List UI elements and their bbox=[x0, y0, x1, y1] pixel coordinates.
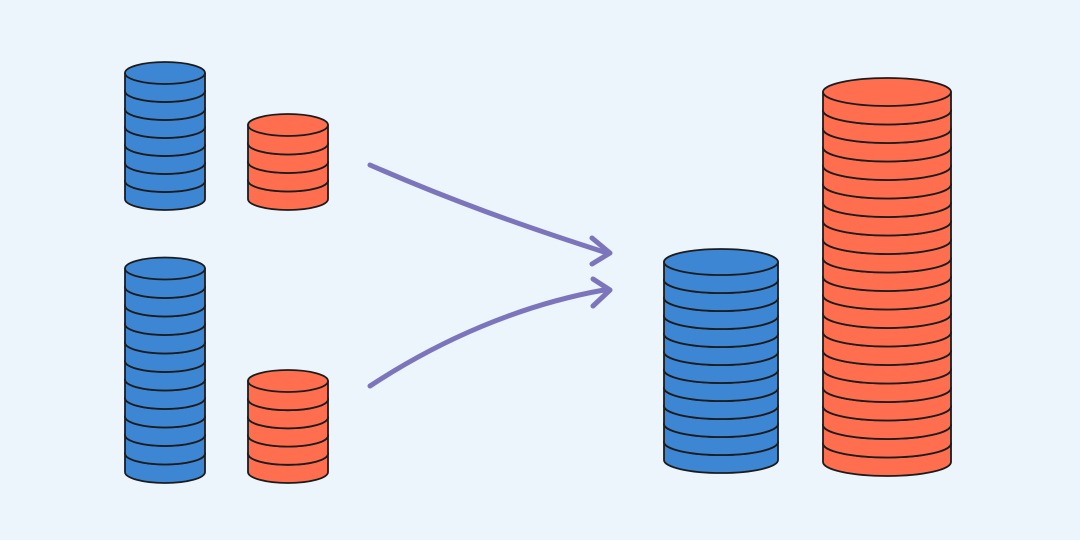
right-arrow-icon bbox=[590, 276, 613, 309]
coin-top bbox=[124, 61, 206, 85]
arrow-bottom bbox=[367, 276, 613, 389]
coin-top bbox=[247, 369, 329, 393]
stacks-layer bbox=[124, 61, 952, 484]
stack-result-red bbox=[822, 77, 952, 477]
coin-top bbox=[663, 248, 779, 276]
stack-bottom-left-blue bbox=[124, 256, 206, 484]
arrow-top bbox=[367, 162, 613, 267]
stack-result-blue bbox=[663, 248, 779, 474]
stack-bottom-left-red bbox=[247, 369, 329, 484]
arrow-shaft bbox=[367, 287, 607, 389]
stack-top-left-red bbox=[247, 113, 329, 211]
coin-top bbox=[124, 256, 206, 281]
arrows-layer bbox=[367, 162, 613, 389]
coin-top bbox=[247, 113, 329, 137]
arrow-shaft bbox=[367, 162, 607, 255]
coin-top bbox=[822, 77, 952, 107]
stack-top-left-blue bbox=[124, 61, 206, 211]
right-arrow-icon bbox=[589, 235, 613, 267]
